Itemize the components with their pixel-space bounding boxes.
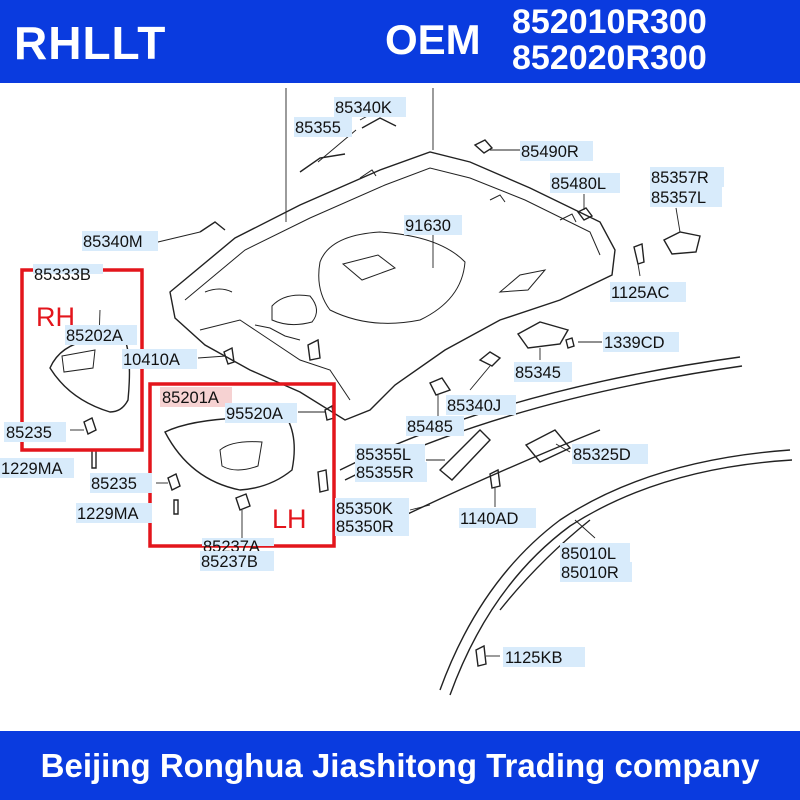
part-label: 85235 (91, 475, 137, 493)
part-label: 85010R (561, 564, 619, 582)
sun-visor-lh (156, 417, 329, 538)
part-label: 91630 (405, 217, 451, 235)
part-label: 10410A (123, 351, 180, 369)
grab-handle-85340K (199, 117, 397, 233)
oem-code-2: 852020R300 (512, 39, 707, 77)
part-label: 85350R (336, 518, 394, 536)
part-label: 85345 (515, 364, 561, 382)
part-label: 1125AC (611, 284, 669, 302)
oem-code-1: 852010R300 (512, 3, 707, 41)
oem-label: OEM (385, 16, 481, 63)
part-label: 85340J (447, 397, 501, 415)
brand-name: RHLLT (14, 17, 167, 69)
part-label: 85355L (356, 446, 411, 464)
part-label: 85340K (335, 99, 392, 117)
part-label: 1339CD (604, 334, 665, 352)
oem-codes: 852010R300 852020R300 (512, 4, 707, 76)
part-labels: 85340K 85355 85490R 85480L 85357R 85357L… (0, 97, 724, 667)
part-label: 85340M (83, 233, 143, 251)
part-label: 85202A (66, 327, 123, 345)
header-banner: RHLLT OEM 852010R300 852020R300 (0, 0, 800, 83)
part-label: 85010L (561, 545, 616, 563)
part-label: 85235 (6, 424, 52, 442)
part-label: 85480L (551, 175, 606, 193)
footer-banner: Beijing Ronghua Jiashitong Trading compa… (0, 731, 800, 800)
part-label: 1125KB (505, 649, 563, 667)
part-label: 1229MA (77, 505, 138, 523)
parts-diagram: RH LH 85340K 85355 85490R 85480L 85357R … (0, 88, 793, 696)
part-label: 85355 (295, 119, 341, 137)
part-label: 85201A (162, 389, 219, 407)
lh-box-label: LH (272, 504, 307, 534)
part-label: 95520A (226, 405, 283, 423)
part-label: 85355R (356, 464, 414, 482)
part-label: 1140AD (460, 510, 518, 528)
headliner-panel (169, 151, 616, 421)
part-label: 85350K (336, 500, 393, 518)
part-label: 85333B (34, 266, 91, 284)
part-label: 85325D (573, 446, 631, 464)
part-label: 85357L (651, 189, 706, 207)
part-label: 1229MA (1, 460, 62, 478)
part-label: 85357R (651, 169, 709, 187)
part-label: 85490R (521, 143, 579, 161)
part-label: 85237B (201, 553, 258, 571)
part-label: 85485 (407, 418, 453, 436)
